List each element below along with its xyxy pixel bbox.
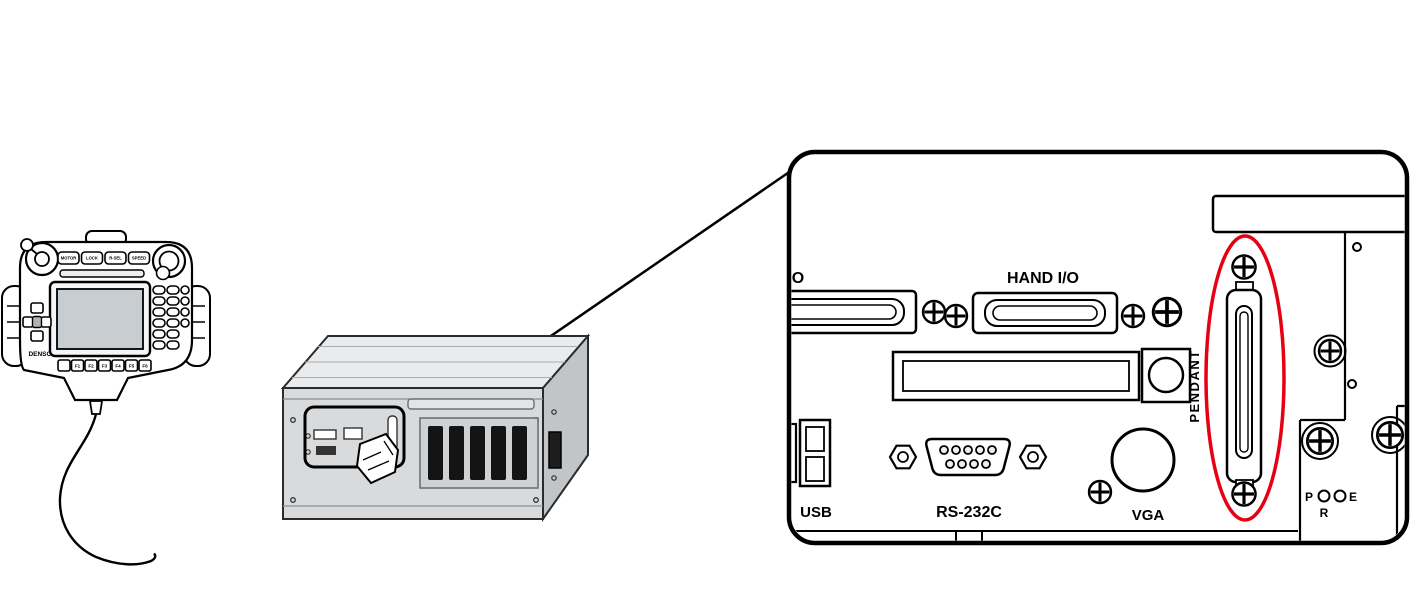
f3-key-label: F3	[102, 364, 108, 369]
screw-icon	[1230, 480, 1258, 508]
left-io-connector: O	[791, 270, 947, 335]
pendant-fkeys: F1 F2 F3 F4 F5 F6	[57, 359, 152, 372]
lock-button-label: LOCK	[86, 256, 98, 261]
hex-jackscrew-icon	[1018, 444, 1048, 470]
db9-pins	[939, 445, 997, 469]
vga-label: VGA	[1132, 507, 1165, 524]
mode-key-switch	[20, 238, 60, 277]
pendant-top-buttons: MOTOR LOCK R-SEL SPEED	[57, 251, 151, 265]
usb-label: USB	[800, 504, 832, 521]
panel-edges	[1298, 232, 1405, 541]
expansion-slot	[891, 350, 1141, 402]
hand-io-label: HAND I/O	[1007, 270, 1079, 287]
f1-key-label: F1	[75, 364, 81, 369]
f6-key-label: F6	[142, 364, 148, 369]
highlight-ellipse	[1204, 234, 1286, 522]
screw-icon	[1120, 303, 1146, 329]
screw-icon	[1230, 253, 1258, 281]
side-connector	[548, 431, 562, 469]
usb-port: USB	[791, 418, 832, 521]
pendant-slot	[59, 269, 145, 278]
mini-connectors	[305, 415, 398, 455]
pendant-plug	[355, 432, 400, 485]
hex-jackscrew-icon	[888, 444, 918, 470]
screw-icon	[1151, 296, 1183, 328]
speed-button-label: SPEED	[132, 256, 146, 261]
rs232c-port: RS-232C	[888, 437, 1048, 521]
status-leds: P E R	[1305, 489, 1357, 520]
rs232c-label: RS-232C	[936, 504, 1002, 521]
motor-button-label: MOTOR	[61, 256, 77, 261]
led-p-label: P	[1305, 490, 1313, 504]
screw-icon	[1375, 420, 1405, 450]
round-connector	[1140, 347, 1192, 404]
hand-io-connector: HAND I/O	[943, 270, 1183, 335]
f2-key-label: F2	[88, 364, 94, 369]
top-bar	[1211, 194, 1405, 234]
f4-key-label: F4	[115, 364, 121, 369]
f5-key-label: F5	[129, 364, 135, 369]
teach-pendant: MOTOR LOCK R-SEL SPEED DENSO	[1, 230, 211, 566]
pendant-key-cluster	[152, 265, 190, 350]
pendant-screen	[48, 280, 152, 358]
pendant-cable	[58, 413, 157, 566]
left-io-label: O	[792, 270, 804, 287]
denso-logo: DENSO	[28, 351, 51, 358]
rsel-button-label: R-SEL	[109, 256, 122, 261]
right-screws	[1301, 334, 1405, 460]
pendant-cable-boot	[88, 400, 104, 415]
panel-hole	[1352, 242, 1362, 252]
pendant-port-label: PENDANT	[1187, 349, 1202, 422]
led-e-label: E	[1349, 490, 1357, 504]
led-r-label: R	[1320, 506, 1329, 520]
led-lamp	[1333, 489, 1347, 503]
bottom-notch	[955, 530, 983, 541]
led-lamp	[1317, 489, 1331, 503]
pendant-dpad	[22, 302, 52, 342]
robot-controller	[280, 333, 591, 523]
screw-icon	[1317, 338, 1343, 364]
panel-hole	[1347, 379, 1357, 389]
zoom-panel: O HAND I/O	[786, 149, 1410, 546]
screw-icon	[943, 303, 969, 329]
screw-icon	[1087, 479, 1113, 505]
vent-slots	[419, 417, 539, 489]
pendant-connector: PENDANT	[1187, 234, 1286, 522]
screw-icon	[921, 299, 947, 325]
highlight-box	[303, 405, 406, 469]
vga-port: VGA	[1087, 427, 1176, 524]
screw-icon	[1305, 426, 1335, 456]
